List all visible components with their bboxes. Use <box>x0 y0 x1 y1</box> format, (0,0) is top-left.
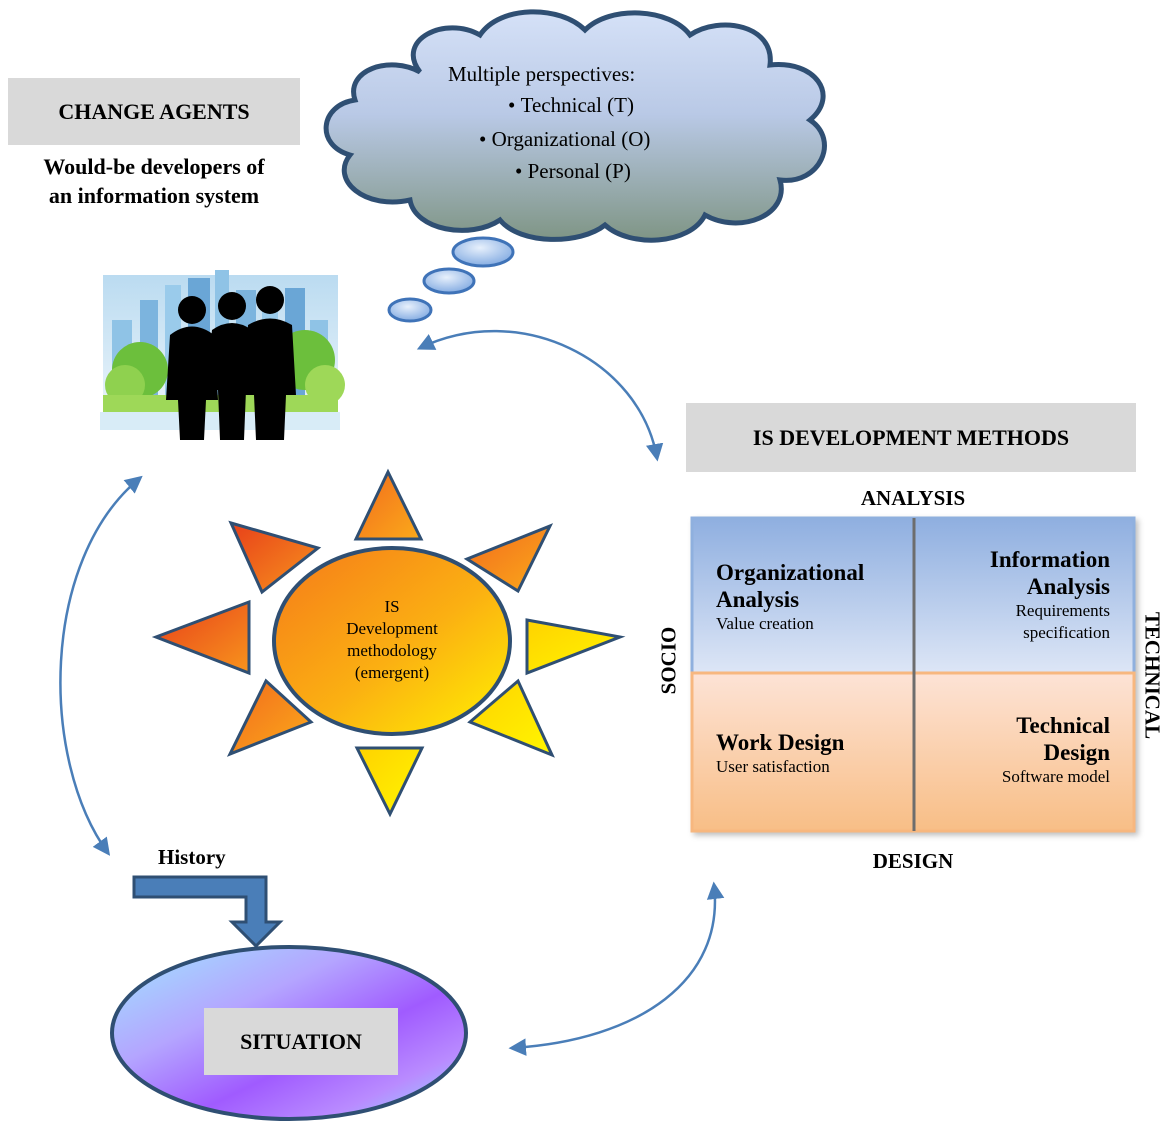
quadrant-title: Work Design <box>716 730 845 755</box>
perspective-item-organizational: • Organizational (O) <box>479 127 650 152</box>
arrow-agents-situation <box>59 475 143 856</box>
quadrant-text-information-analysis: Information Analysis Requirements specif… <box>920 546 1110 644</box>
methods-matrix <box>690 516 1136 833</box>
sun-ray-bottom <box>354 746 425 818</box>
thought-bubble-medium <box>422 267 476 295</box>
history-arrow <box>132 875 284 949</box>
sun-text: IS Development methodology (emergent) <box>292 596 492 684</box>
sun-rays <box>151 468 626 818</box>
arrow-cloud-methods <box>416 330 664 462</box>
thought-cloud <box>323 9 827 243</box>
sun-ray-top-left <box>228 520 322 595</box>
axis-design: DESIGN <box>872 849 954 873</box>
quadrant-text-organizational-analysis: Organizational Analysis Value creation <box>716 559 906 635</box>
sun-ray-left <box>151 599 251 676</box>
sun-text-line2: Development <box>346 619 438 638</box>
cloud-heading: Multiple perspectives: <box>448 62 636 86</box>
arrow-situation-methods <box>508 881 725 1056</box>
sun-ray-top <box>353 468 424 541</box>
quadrant-work-design <box>690 671 916 833</box>
quadrant-title: Technical <box>1016 713 1110 738</box>
quadrant-text-work-design: Work Design User satisfaction <box>716 729 906 778</box>
axis-technical: TECHNICAL <box>1140 611 1165 740</box>
sun-ray-top-right <box>463 523 554 594</box>
quadrant-subtitle: Value creation <box>716 614 814 633</box>
axis-socio: SOCIO <box>656 626 681 695</box>
change-agents-caption-line1: Would-be developers of <box>43 154 265 179</box>
history-label: History <box>158 845 226 869</box>
sun-ray-bottom-right <box>467 678 555 758</box>
quadrant-subtitle: Requirements <box>1015 601 1110 620</box>
quadrant-title: Organizational <box>716 560 865 585</box>
change-agents-caption-line2: an information system <box>48 183 260 208</box>
sun-ray-bottom-left <box>226 678 314 757</box>
quadrant-title: Analysis <box>716 587 800 612</box>
quadrant-subtitle: specification <box>1023 623 1110 642</box>
change-agents-caption: Would-be developers of an information sy… <box>8 152 300 210</box>
thought-bubble-small <box>387 297 433 323</box>
perspective-label: Technical (T) <box>520 93 634 117</box>
quadrant-organizational-analysis <box>690 516 916 675</box>
quadrant-subtitle: Software model <box>1001 767 1110 786</box>
change-agents-label: CHANGE AGENTS <box>8 78 300 145</box>
perspective-item-personal: • Personal (P) <box>515 159 631 184</box>
quadrant-title: Analysis <box>1026 574 1110 599</box>
quadrant-subtitle: User satisfaction <box>716 757 830 776</box>
sun-ray-right <box>525 618 626 676</box>
quadrant-text-technical-design: Technical Design Software model <box>920 712 1110 788</box>
sun-text-line1: IS <box>384 597 400 616</box>
bullet-icon: • <box>515 159 528 183</box>
bullet-icon: • <box>508 93 521 117</box>
thought-bubble-large <box>451 236 515 268</box>
quadrant-title: Design <box>1043 740 1110 765</box>
bullet-icon: • <box>479 127 492 151</box>
perspective-item-technical: • Technical (T) <box>508 93 634 118</box>
quadrant-title: Information <box>989 547 1110 572</box>
perspective-label: Organizational (O) <box>491 127 651 151</box>
situation-label: SITUATION <box>204 1008 398 1075</box>
sun-text-line3: methodology <box>347 641 437 660</box>
sun-core <box>272 546 512 736</box>
methods-label: IS DEVELOPMENT METHODS <box>686 403 1136 472</box>
sun-text-line4: (emergent) <box>354 663 430 682</box>
perspective-label: Personal (P) <box>527 159 631 183</box>
axis-analysis: ANALYSIS <box>860 486 966 510</box>
business-people-illustration <box>100 270 345 440</box>
